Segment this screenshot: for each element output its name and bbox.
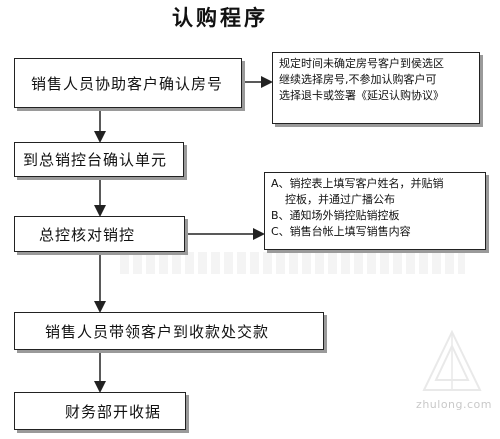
step-verify-control: 总控核对销控 <box>14 216 185 252</box>
note-line: B、通知场外销控贴销控板 <box>271 209 400 222</box>
step-label: 销售人员带领客户到收款处交款 <box>45 322 270 341</box>
step-confirm-room: 销售人员协助客户确认房号 <box>14 58 242 108</box>
step-confirm-unit: 到总销控台确认单元 <box>14 142 184 177</box>
step-label: 财务部开收据 <box>65 402 162 421</box>
note-line: A、销控表上填写客户姓名，并贴销 <box>271 177 444 190</box>
note-line: 继续选择房号,不参加认购客户可 <box>279 73 437 86</box>
note-unconfirmed-customers: 规定时间未确定房号客户到侯选区 继续选择房号,不参加认购客户可 选择退卡或签署《… <box>272 52 480 124</box>
step-lead-to-payment: 销售人员带领客户到收款处交款 <box>14 312 324 350</box>
step-label: 总控核对销控 <box>39 225 136 244</box>
step-finance-receipt: 财务部开收据 <box>14 392 186 430</box>
note-control-actions: A、销控表上填写客户姓名，并贴销 控板，并通过广播公布 B、通知场外销控贴销控板… <box>264 172 486 250</box>
diagram-title: 认购程序 <box>172 6 268 30</box>
step-label: 销售人员协助客户确认房号 <box>31 74 224 93</box>
step-label: 到总销控台确认单元 <box>23 151 168 169</box>
note-line: 控板，并通过广播公布 <box>285 193 395 206</box>
watermark-band <box>120 252 465 274</box>
note-line: C、销售台帐上填写销售内容 <box>271 225 411 238</box>
watermark-logo-icon <box>422 330 482 391</box>
note-line: 规定时间未确定房号客户到侯选区 <box>279 57 444 70</box>
watermark-text: zhulong.com <box>416 398 492 411</box>
note-line: 选择退卡或签署《延迟认购协议》 <box>279 89 444 102</box>
